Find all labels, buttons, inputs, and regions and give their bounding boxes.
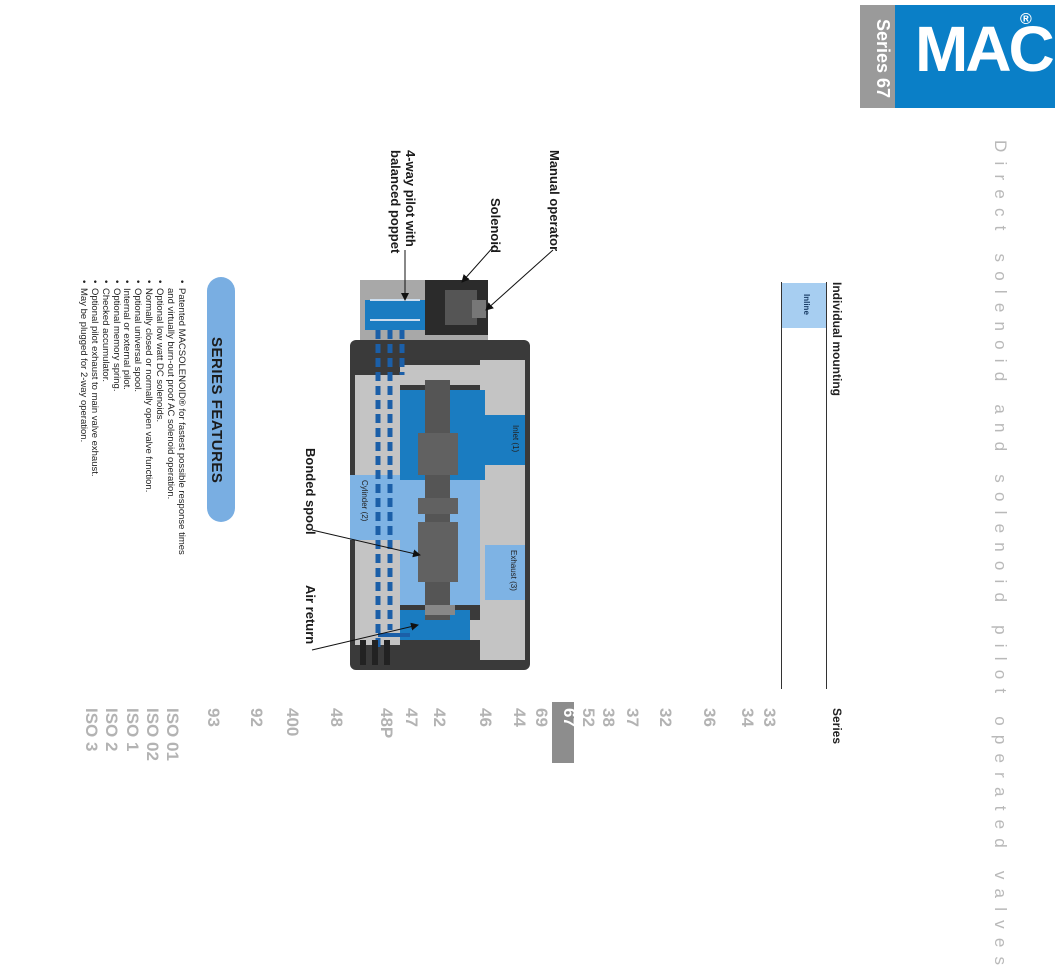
callout-pilot: 4-way pilot with balanced poppet [388,150,418,253]
feature-bullet: • [143,280,155,284]
series-number: 67 [560,708,579,727]
features-list: • Patented MACSOLENOID® for fastest possi… [77,280,187,555]
feature-bullet: • [132,280,144,284]
callout-bonded-spool: Bonded spool [303,448,318,535]
exhaust-port [485,545,525,600]
feature-text: and virtually burn-out proof AC solenoid… [165,288,177,500]
series-number: 93 [204,708,223,727]
series-heading: Series [830,708,844,745]
series-number: 44 [510,708,529,727]
series-number: 37 [623,708,642,727]
feature-text: Internal or external pilot. [121,288,133,390]
series-badge: Series 67 [860,5,895,108]
housing-right [480,360,525,660]
table-rule [826,282,827,689]
series-badge-text: Series 67 [873,19,893,99]
series-number: 47 [402,708,421,727]
series-number: ISO 3 [82,708,101,752]
feature-bullet: • [88,280,100,284]
feature-text: Checked accumulator. [99,288,111,382]
feature-bullet: • [176,280,187,284]
callout-air-return: Air return [303,585,318,645]
series-number: 33 [760,708,779,727]
inline-cell-label: Inline [802,294,811,315]
features-pill [207,277,235,522]
feature-bullet: • [77,280,89,284]
feature-item: • Optional low watt DC solenoids. [153,280,166,555]
port-label-inlet: Inlet (1) [511,425,520,453]
feature-text: Optional low watt DC solenoids. [154,288,166,423]
registered-mark: ® [1020,11,1032,28]
spool-land-2 [418,498,458,514]
feature-item: • Optional universal spool. [131,280,144,555]
feature-text: Optional memory spring. [110,288,122,392]
spool-land-1 [418,433,458,475]
series-number: ISO 01 [163,708,182,761]
feature-text: May be plugged for 2-way operation. [77,288,89,443]
housing-mid-top [400,365,480,385]
feature-bullet: • [99,280,111,284]
inline-cell: Inline [782,283,826,328]
series-number: 38 [599,708,618,727]
feature-text: Normally closed or normally open valve f… [143,288,155,493]
solenoid-core [445,290,477,325]
pilot-passage [365,300,425,330]
series-highlight [552,702,574,763]
series-number: 34 [738,708,757,727]
series-number: ISO 2 [102,708,121,752]
spool-land-4 [425,605,455,615]
feature-item: • Optional pilot exhaust to main valve ex… [88,280,100,555]
feature-bullet: • [110,280,122,284]
side-title: Direct solenoid and solenoid pilot opera… [991,140,1010,974]
series-number: 52 [579,708,598,727]
series-number: 48P [377,708,396,739]
feature-item: and virtually burn-out proof AC solenoid… [164,280,177,555]
logo-text: MAC [915,13,1055,85]
feature-text: Optional pilot exhaust to main valve exh… [88,288,100,477]
callout-pilot-line2: balanced poppet [388,150,403,254]
feature-item: • May be plugged for 2-way operation. [77,280,89,555]
mounting-header: Individual mounting [830,282,844,396]
series-number: ISO 1 [123,708,142,752]
feature-item: • Checked accumulator. [99,280,111,555]
callout-solenoid: Solenoid [488,198,503,253]
feature-text: Optional universal spool. [132,288,144,393]
spool-land-3 [418,522,458,582]
mac-logo: MAC ® [895,5,1055,108]
callout-pilot-line1: 4-way pilot with [403,150,418,247]
feature-item: • Normally closed or normally open valve … [142,280,155,555]
manual-operator [472,300,486,318]
series-number: ISO 02 [143,708,162,761]
feature-bullet: • [154,280,166,284]
series-number: 48 [327,708,346,727]
series-number: 42 [430,708,449,727]
port-label-exhaust: Exhaust (3) [509,550,518,591]
feature-item: • Internal or external pilot. [121,280,132,555]
features-title: SERIES FEATURES [208,337,225,484]
series-number: 32 [656,708,675,727]
series-number: 46 [476,708,495,727]
series-number: 69 [532,708,551,727]
callout-manual-operator: Manual operator [547,150,562,252]
table-rule [781,282,782,689]
feature-item: • Patented MACSOLENOID® for fastest possi… [175,280,187,555]
feature-item: • Optional memory spring. [110,280,122,555]
port-label-cylinder: Cylinder (2) [360,480,369,522]
series-number: 400 [283,708,302,737]
feature-bullet: • [121,280,133,284]
series-number: 92 [247,708,266,727]
feature-text: Patented MACSOLENOID® for fastest possib… [176,288,187,555]
valve-cross-section [311,244,554,670]
series-number: 36 [700,708,719,727]
inlet-port [485,415,525,465]
